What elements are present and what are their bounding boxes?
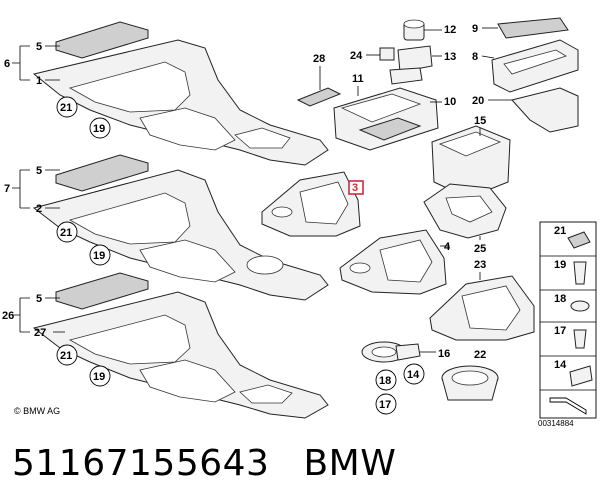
drawing-number: 00314884 bbox=[538, 419, 574, 428]
part-9-cover bbox=[497, 17, 569, 39]
label-25: 25 bbox=[474, 243, 486, 255]
sidebar-label-18: 18 bbox=[554, 293, 566, 305]
sidebar-label-21: 21 bbox=[554, 225, 566, 237]
sidebar-label-14: 14 bbox=[554, 359, 567, 371]
sidebar-label-17: 17 bbox=[554, 325, 566, 337]
callout-19-middle: 19 bbox=[93, 250, 105, 262]
console-trim-top bbox=[32, 21, 329, 166]
callout-17: 17 bbox=[379, 399, 391, 411]
label-11: 11 bbox=[352, 73, 364, 85]
label-20: 20 bbox=[472, 95, 484, 107]
label-4: 4 bbox=[444, 241, 451, 253]
label-27: 27 bbox=[34, 327, 46, 339]
sidebar-label-19: 19 bbox=[554, 259, 566, 271]
callout-14: 14 bbox=[407, 369, 420, 381]
cover-5-bottom bbox=[55, 272, 149, 310]
part-22-cup bbox=[441, 365, 499, 401]
part-number: 51167155643 bbox=[12, 442, 270, 484]
part-13-holder bbox=[389, 45, 433, 85]
part-4-trim bbox=[339, 229, 447, 295]
parts-diagram: 5 6 1 5 7 2 5 26 27 21 19 21 19 21 19 © … bbox=[2, 17, 597, 428]
sidebar-part-19-clip bbox=[573, 261, 587, 285]
sidebar-part-21 bbox=[567, 231, 591, 249]
label-3-box bbox=[348, 180, 364, 195]
callout-21-middle: 21 bbox=[60, 227, 72, 239]
label-13: 13 bbox=[444, 51, 456, 63]
sidebar-part-18 bbox=[570, 300, 590, 312]
label-26: 26 bbox=[2, 310, 14, 322]
part-28 bbox=[296, 87, 342, 107]
callout-19-top: 19 bbox=[93, 123, 105, 135]
label-3: 3 bbox=[352, 182, 358, 194]
cover-5-top bbox=[55, 21, 149, 59]
part-16-ring bbox=[361, 341, 421, 363]
cover-5-middle bbox=[55, 154, 149, 192]
callout-21-top: 21 bbox=[60, 102, 72, 114]
console-trim-bottom bbox=[32, 272, 329, 419]
brand-name: BMW bbox=[303, 442, 397, 484]
part-15-bin bbox=[431, 125, 511, 199]
label-5-bottom: 5 bbox=[36, 293, 42, 305]
label-1: 1 bbox=[36, 75, 42, 87]
label-16: 16 bbox=[438, 348, 450, 360]
sidebar-part-14-nut bbox=[569, 365, 593, 387]
label-5-middle: 5 bbox=[36, 165, 42, 177]
arrow-icon bbox=[549, 397, 587, 415]
label-22: 22 bbox=[474, 349, 486, 361]
label-23: 23 bbox=[474, 259, 486, 271]
part-24-connector bbox=[379, 47, 395, 61]
callout-21-bottom: 21 bbox=[60, 350, 72, 362]
label-7: 7 bbox=[4, 183, 10, 195]
label-8: 8 bbox=[472, 51, 478, 63]
label-5-top: 5 bbox=[36, 41, 42, 53]
label-9: 9 bbox=[472, 23, 478, 35]
part-25-bracket bbox=[423, 183, 507, 239]
label-28: 28 bbox=[313, 53, 325, 65]
label-15: 15 bbox=[474, 115, 486, 127]
callout-19-bottom: 19 bbox=[93, 371, 105, 383]
sidebar-part-17-screw bbox=[573, 329, 587, 349]
label-2: 2 bbox=[36, 203, 42, 215]
label-12: 12 bbox=[444, 24, 456, 36]
callout-18: 18 bbox=[379, 375, 391, 387]
part-20-box bbox=[511, 87, 579, 133]
footer: 51167155643 BMW bbox=[12, 438, 396, 488]
label-10: 10 bbox=[444, 96, 456, 108]
small-parts-sidebar bbox=[539, 221, 597, 419]
part-10-ashtray bbox=[333, 87, 439, 151]
copyright: © BMW AG bbox=[14, 406, 60, 416]
part-23-trim bbox=[429, 275, 535, 341]
label-6: 6 bbox=[4, 58, 10, 70]
console-trim-middle bbox=[32, 154, 329, 301]
part-3-trim bbox=[261, 171, 361, 237]
part-12-socket bbox=[403, 19, 425, 41]
part-8-tray bbox=[491, 39, 579, 93]
label-24: 24 bbox=[350, 50, 363, 62]
